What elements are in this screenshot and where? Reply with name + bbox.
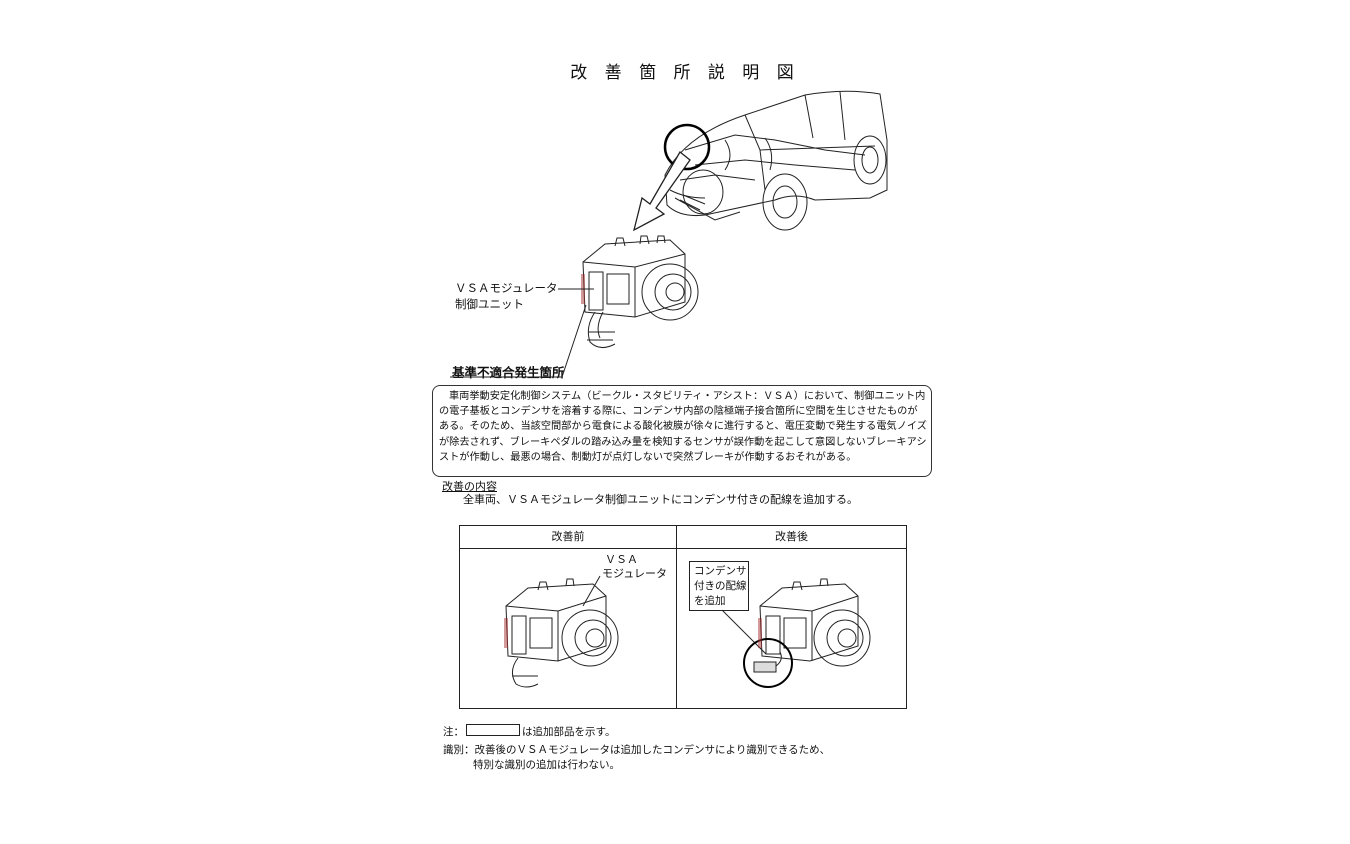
before-vsa-illustration (504, 575, 619, 688)
description-text: 車両挙動安定化制御システム（ビークル・スタビリティ・アシスト：ＶＳＡ）において、… (439, 391, 927, 463)
vsa-leader-line (558, 288, 594, 290)
identification-note-line2: 特別な識別の追加は行わない。 (473, 759, 620, 771)
after-header: 改善後 (677, 526, 906, 549)
legend-note: 注：は追加部品を示す。 (443, 724, 616, 738)
after-vsa-illustration (721, 578, 871, 688)
improvement-heading: 改善の内容 (442, 480, 497, 493)
improvement-text: 全車両、ＶＳＡモジュレータ制御ユニットにコンデンサ付きの配線を追加する。 (463, 493, 859, 506)
legend-box (466, 724, 520, 736)
before-vsa-label: ＶＳＡ モジュレータ (602, 553, 668, 580)
table-divider (676, 526, 677, 708)
identification-note: 識別：改善後のＶＳＡモジュレータは追加したコンデンサにより識別できるため、 (443, 744, 831, 756)
page-title: 改 善 箇 所 説 明 図 (570, 63, 800, 83)
added-wire-callout-box (689, 561, 749, 611)
defect-location-label: 基準不適合発生箇所 (452, 365, 565, 380)
before-header: 改善前 (460, 526, 676, 549)
vsa-unit-label: ＶＳＡモジュレータ 制御ユニット (455, 281, 558, 311)
vsa-modulator-illustration (581, 235, 699, 348)
added-wire-callout: コンデンサ 付きの配線 を追加 (694, 565, 747, 607)
defect-leader-line (450, 304, 587, 378)
description-box (432, 385, 932, 477)
car-illustration (663, 90, 888, 231)
comparison-table: 改善前 改善後 ＶＳＡ モジュレータ コンデンサ 付きの配線 を追加 (459, 525, 907, 709)
pointer-arrow-icon (633, 151, 691, 232)
